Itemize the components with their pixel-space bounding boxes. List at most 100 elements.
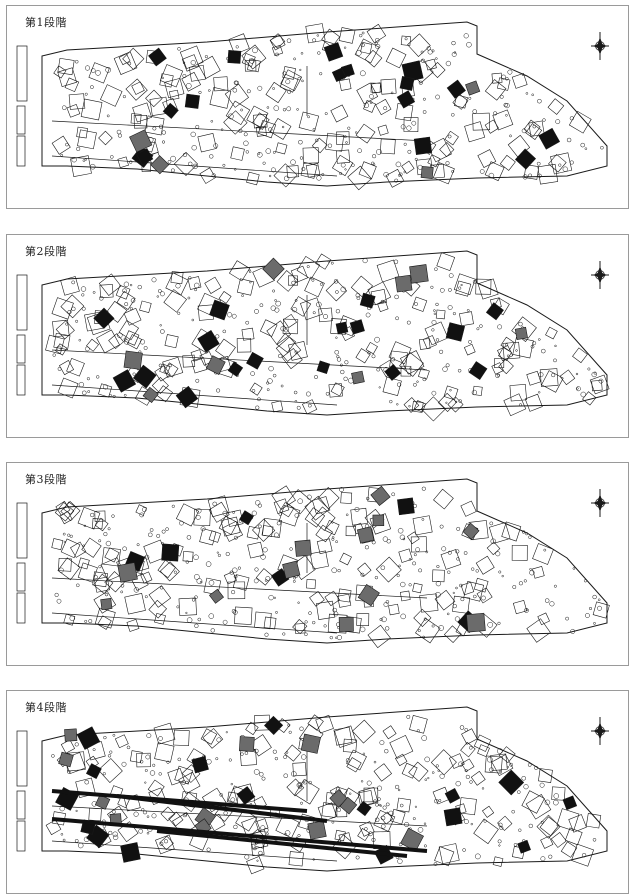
highlighted-dwelling — [401, 60, 424, 83]
pit-feature — [537, 173, 542, 178]
pit-feature — [105, 67, 112, 73]
pit-feature — [359, 70, 366, 77]
pit-feature — [570, 628, 576, 634]
dwelling-outline — [224, 83, 249, 108]
pit-feature — [233, 535, 238, 540]
dwelling-outline — [339, 78, 352, 91]
pit-feature — [536, 161, 541, 166]
dwelling-outline — [68, 93, 86, 110]
dwelling-outline — [345, 525, 356, 537]
dwelling-outline — [223, 110, 248, 135]
pit-feature — [307, 403, 312, 408]
pit-feature — [146, 815, 150, 818]
pit-feature — [376, 785, 383, 791]
dwelling-outline — [526, 370, 542, 386]
dwelling-outline — [330, 104, 349, 123]
pit-feature — [268, 365, 274, 372]
pit-feature — [493, 111, 498, 116]
pit-feature — [284, 832, 287, 836]
pit-feature — [396, 382, 402, 387]
dwelling-outline — [96, 329, 120, 354]
pit-feature — [324, 112, 328, 116]
dwelling-outline — [370, 82, 382, 94]
survey-strip — [16, 105, 26, 135]
pit-feature — [262, 161, 266, 165]
pit-feature — [375, 38, 380, 43]
pit-feature — [176, 605, 180, 609]
highlighted-dwelling — [356, 800, 372, 817]
pit-feature — [519, 403, 522, 407]
dwelling-outline — [159, 73, 174, 88]
dwelling-outline — [99, 284, 114, 299]
dwelling-outline — [252, 518, 276, 542]
dwelling-outline — [433, 488, 454, 510]
dwelling-outline — [97, 615, 112, 630]
pit-feature — [84, 779, 89, 785]
dwelling-outline — [300, 161, 318, 179]
pit-feature — [195, 514, 201, 520]
pit-feature — [469, 780, 473, 784]
pit-feature — [235, 45, 239, 49]
pit-feature — [372, 154, 377, 159]
pit-feature — [90, 68, 96, 73]
pit-feature — [205, 561, 212, 567]
pit-feature — [329, 635, 333, 640]
survey-strip — [16, 45, 28, 102]
pit-feature — [483, 819, 487, 823]
site-plan-map — [16, 706, 609, 875]
pit-feature — [266, 388, 270, 392]
dwelling-outline — [401, 160, 415, 174]
pit-feature — [525, 92, 529, 95]
pit-feature — [230, 782, 233, 786]
dwelling-outline — [181, 71, 202, 92]
pit-feature — [62, 532, 66, 536]
pit-feature — [359, 33, 363, 38]
pit-feature — [293, 576, 297, 580]
pit-feature — [393, 259, 399, 265]
pit-feature — [540, 820, 544, 824]
dwelling-outline — [545, 326, 558, 340]
pit-feature — [472, 280, 477, 284]
pit-feature — [404, 37, 408, 41]
pit-feature — [451, 40, 456, 46]
pit-feature — [92, 748, 96, 752]
pit-feature — [78, 338, 82, 342]
pit-feature — [376, 149, 382, 155]
dwelling-outline — [315, 714, 334, 734]
dwelling-outline — [57, 377, 79, 399]
site-plan-map — [16, 21, 609, 191]
pit-feature — [142, 810, 148, 815]
dwelling-outline — [249, 734, 272, 757]
pit-feature — [431, 328, 435, 332]
dwelling-outline — [126, 334, 143, 350]
pit-feature — [354, 506, 360, 512]
pit-feature — [506, 354, 510, 358]
dwelling-outline — [175, 503, 200, 527]
pit-feature — [543, 548, 547, 552]
pit-feature — [417, 827, 424, 833]
survey-strip — [16, 364, 26, 396]
pit-feature — [336, 807, 341, 812]
pit-feature — [598, 378, 604, 384]
dwelling-outline — [118, 320, 139, 341]
dwelling-outline — [324, 590, 340, 607]
pit-feature — [287, 723, 291, 727]
dwelling-outline — [203, 577, 222, 596]
pit-feature — [335, 540, 338, 544]
pit-feature — [104, 592, 109, 597]
highlighted-dwelling — [100, 598, 113, 611]
dwelling-outline — [45, 334, 65, 355]
pit-feature — [259, 772, 264, 777]
dwelling-outline — [422, 335, 437, 350]
dwelling-outline — [182, 551, 194, 562]
dwelling-outline — [140, 571, 153, 584]
dwelling-outline — [292, 762, 307, 777]
pit-feature — [159, 291, 165, 297]
dwelling-outline — [473, 734, 492, 752]
dwelling-outline — [273, 163, 298, 188]
pit-feature — [222, 163, 226, 167]
dwelling-outline — [412, 582, 423, 594]
dwelling-outline — [200, 728, 218, 745]
dwelling-outline — [159, 561, 180, 582]
pit-feature — [459, 725, 465, 730]
